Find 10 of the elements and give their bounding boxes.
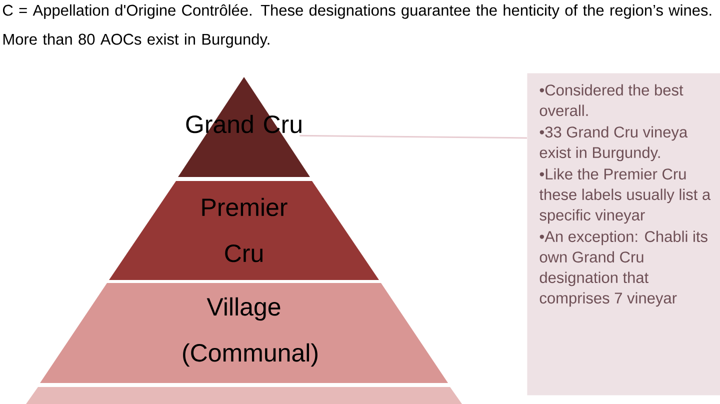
bullet-text: •An exception: Chabli its own Grand Cru designation that comprises 7 vineyar — [540, 230, 708, 307]
bullet-text: •Considered the best overall. — [540, 84, 684, 116]
bullet-text: •Like the Premier Cru these labels usually list a specific vineyar — [539, 168, 711, 224]
pyramid-tier: Premier Cru — [109, 181, 379, 280]
header-text: C = Appellation d'Origine Contrôlée. These designations guarantee the henticity of the region’s wines. More than 80 AOCs exist in Burgundy. — [3, 4, 712, 48]
bullet-text: •33 Grand Cru vineya exist in Burgundy. — [540, 126, 688, 162]
leader-line — [300, 134, 527, 139]
pyramid-tier — [26, 387, 462, 404]
callout-panel — [527, 73, 720, 396]
pyramid-tier: Village (Communal) — [40, 283, 448, 383]
